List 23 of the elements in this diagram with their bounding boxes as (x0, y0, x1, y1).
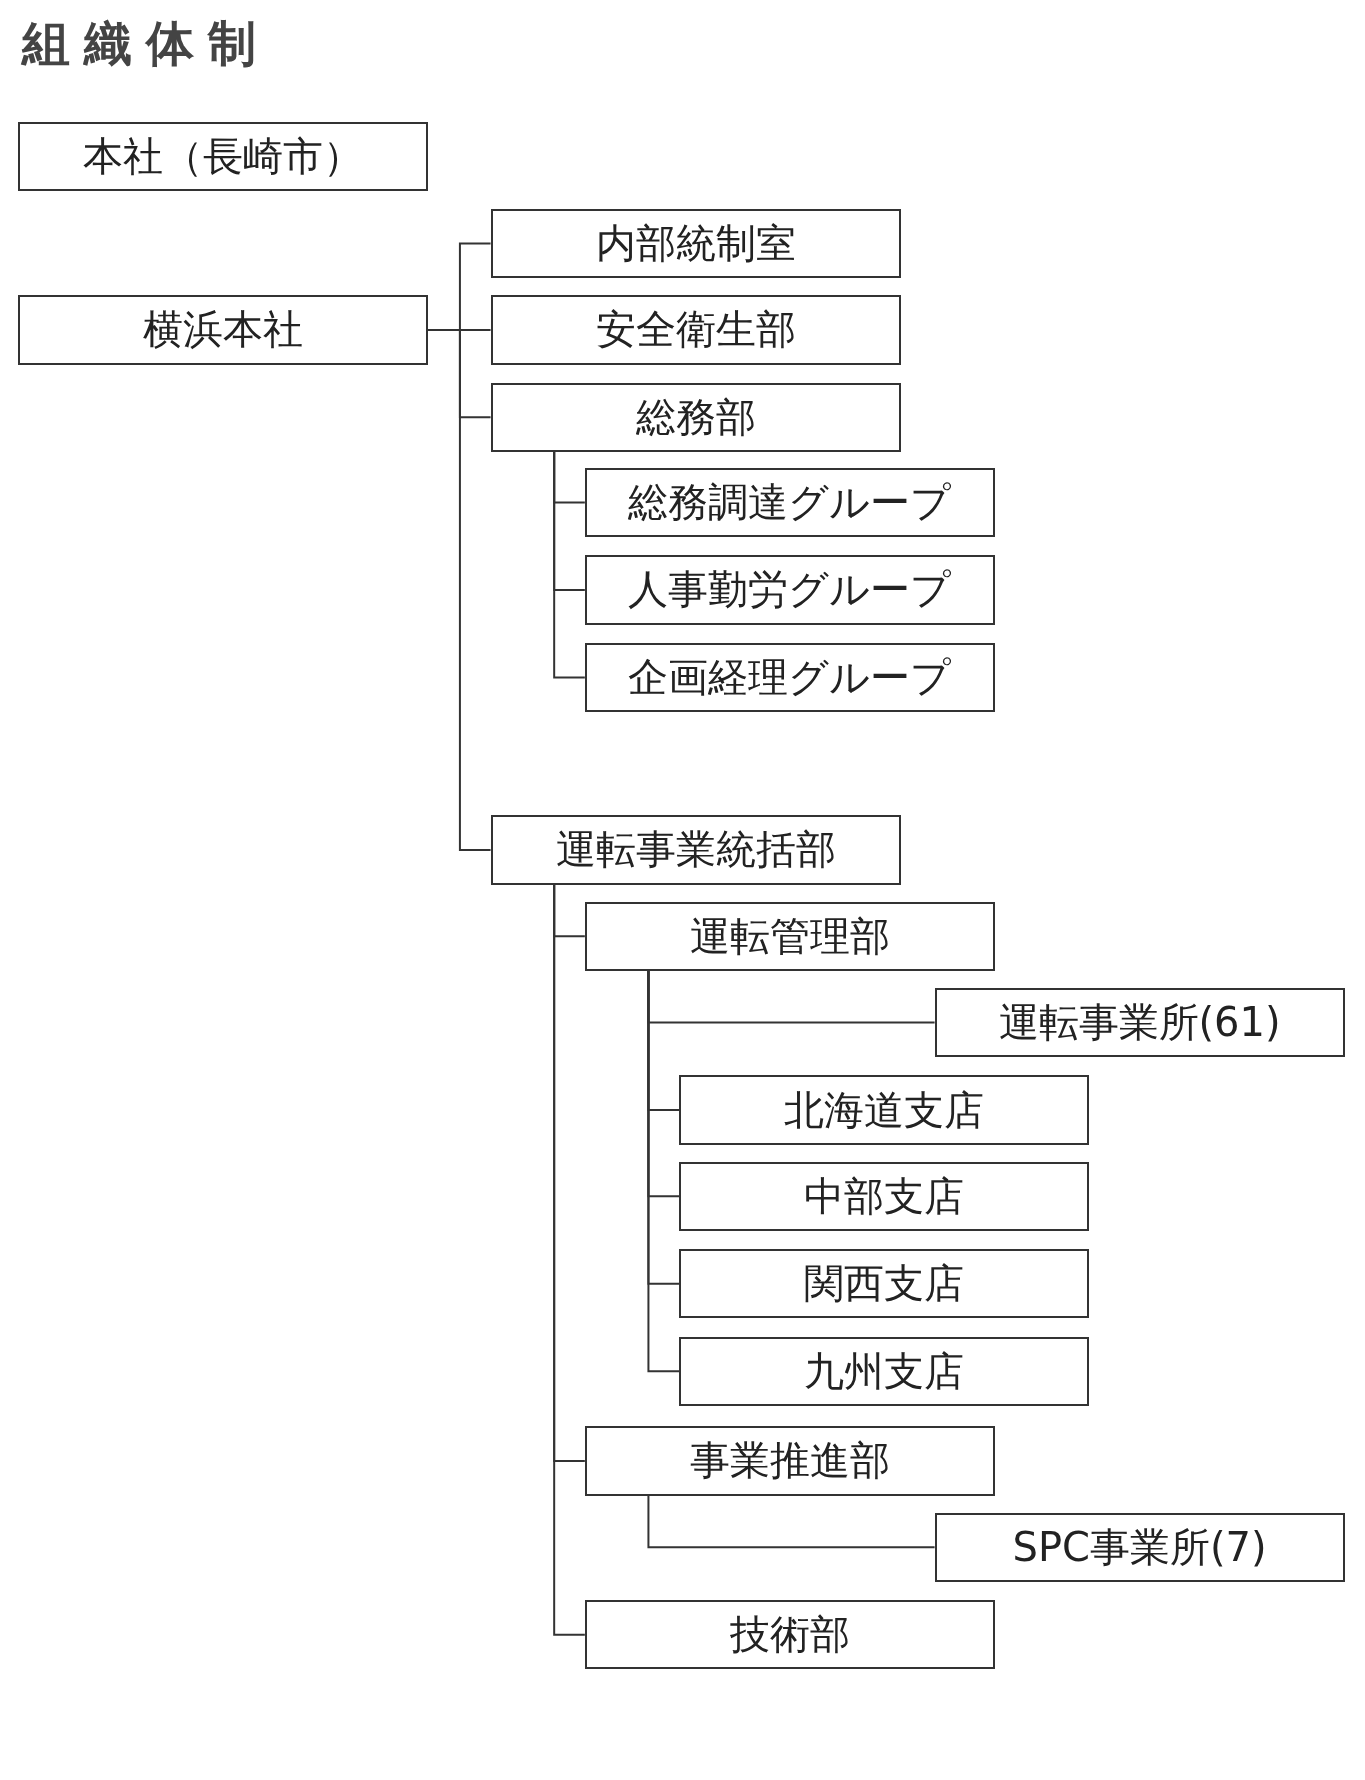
connector-line (647, 1494, 936, 1549)
org-box: 内部統制室 (490, 208, 901, 279)
org-box: SPC事業所(7) (934, 1512, 1345, 1582)
org-box: 中部支店 (679, 1161, 1090, 1231)
org-box: 運転事業統括部 (490, 815, 901, 885)
connector-line (553, 883, 586, 1636)
heading: 組織体制 (22, 14, 270, 73)
org-box: 九州支店 (679, 1336, 1090, 1406)
org-box: 横浜本社 (18, 295, 429, 365)
org-box: 総務調達グループ (584, 467, 995, 538)
org-box: 関西支店 (679, 1249, 1090, 1319)
org-box: 安全衛生部 (490, 295, 901, 365)
org-box: 人事勤労グループ (584, 555, 995, 625)
org-box: 技術部 (584, 1600, 995, 1670)
org-box: 事業推進部 (584, 1426, 995, 1496)
org-box: 北海道支店 (679, 1075, 1090, 1145)
connector-line (553, 450, 586, 679)
org-box: 総務部 (490, 382, 901, 452)
connector-line (647, 969, 681, 1373)
org-box: 運転事業所(61) (934, 987, 1345, 1058)
org-box: 本社（長崎市） (18, 121, 429, 191)
org-box: 運転管理部 (584, 901, 995, 971)
org-box: 企画経理グループ (584, 642, 995, 712)
